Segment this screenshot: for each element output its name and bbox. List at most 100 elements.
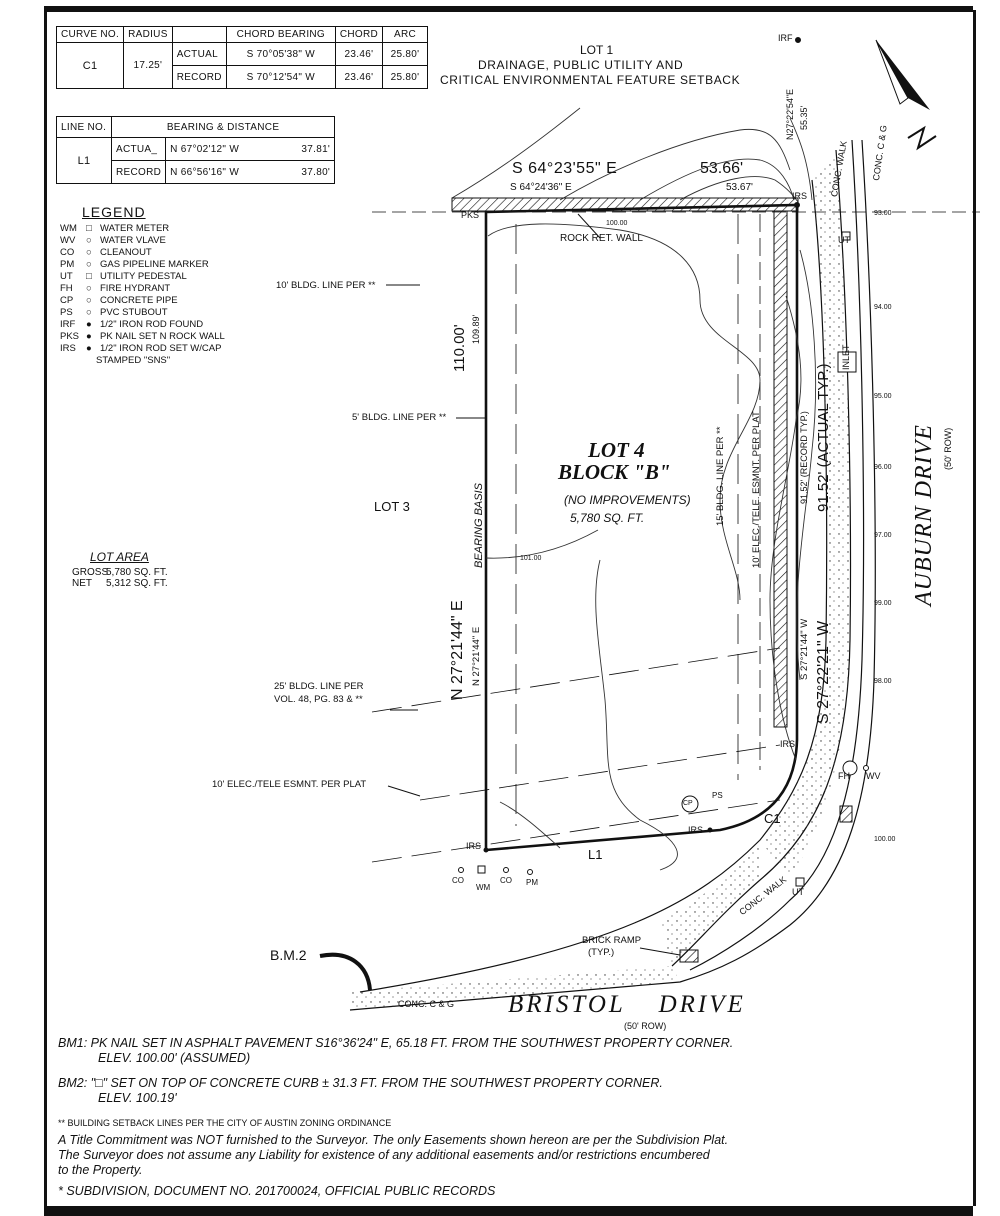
line-bearing: N 66°56'16" W <box>170 166 240 178</box>
line-id: L1 <box>56 137 112 184</box>
brick-ramp-typ: (TYP.) <box>588 947 615 958</box>
esmt-east-label: 10' ELEC./TELE. ESMNT. PER PLAT <box>751 411 762 568</box>
east-bearing: S 27°22'21" W <box>815 620 832 724</box>
legend-key: UT <box>60 271 73 282</box>
legend-key: IRF <box>60 319 76 330</box>
curve-id: C1 <box>55 42 125 89</box>
pm-label: PM <box>526 878 538 887</box>
bearing-basis: BEARING BASIS <box>473 483 485 568</box>
pks-label: PKS <box>461 210 480 220</box>
bm1-elev: ELEV. 100.00' (ASSUMED) <box>98 1051 251 1065</box>
inlet-label: INLET <box>841 344 851 370</box>
legend-key: FH <box>60 283 73 294</box>
irs-label-s: IRS <box>688 825 704 835</box>
top-border <box>44 6 973 12</box>
contour-label: 95.00 <box>874 393 892 400</box>
contours-north <box>451 107 813 203</box>
legend-item: WV○WATER VLAVE <box>60 235 260 247</box>
ut-label-north: UT <box>838 235 850 245</box>
legend-text: PK NAIL SET N ROCK WALL <box>100 331 225 342</box>
legend-text: 1/2" IRON ROD SET W/CAP <box>100 343 222 354</box>
ne-distance: 55.35' <box>799 105 809 130</box>
north-bearing-actual: S 64°23'55" E <box>512 160 618 177</box>
lot-area-title: LOT AREA <box>90 550 149 564</box>
legend-title: LEGEND <box>82 204 146 220</box>
lot4-block: BLOCK "B" <box>558 460 671 484</box>
contour-label: 101.00 <box>520 555 542 562</box>
setback-lines <box>371 211 980 863</box>
east-bearing-record: S 27°21'44" W <box>799 618 810 680</box>
legend-item: IRS●1/2" IRON ROD SET W/CAP <box>60 343 260 355</box>
bm1-note: BM1: PK NAIL SET IN ASPHALT PAVEMENT S16… <box>58 1036 734 1050</box>
bottom-border <box>44 1206 973 1216</box>
legend-symbol-icon: ● <box>86 331 92 342</box>
title-note-2: The Surveyor does not assume any Liabili… <box>58 1148 710 1162</box>
legend-item: UT□UTILITY PEDESTAL <box>60 271 260 283</box>
net-label: NET <box>72 578 92 589</box>
bm2-pointer-icon <box>319 952 372 991</box>
line-distance: 37.80' <box>301 166 331 178</box>
bm2-elev: ELEV. 100.19' <box>98 1091 177 1105</box>
rock-wall-label: ROCK RET. WALL <box>560 233 643 244</box>
notes: BM1: PK NAIL SET IN ASPHALT PAVEMENT S16… <box>58 1036 733 1199</box>
setback-25-label-1: 25' BLDG. LINE PER <box>274 681 364 692</box>
row-label: RECORD <box>171 65 227 89</box>
fh-label: FH <box>838 771 850 781</box>
l1-label: L1 <box>588 847 603 862</box>
west-bearing: N 27°21'44" E <box>449 600 466 700</box>
west-dist-record: 109.89' <box>471 314 481 344</box>
east-dist-record: 91.52' (RECORD TYP.) <box>799 411 809 504</box>
legend-symbol-icon: □ <box>86 271 92 282</box>
contours-lot <box>485 223 817 871</box>
line-bearing-dist: N 66°56'16" W 37.80' <box>165 160 336 184</box>
legend-text: CONCRETE PIPE <box>100 295 178 306</box>
walk-fill <box>760 150 851 880</box>
bristol-row: (50' ROW) <box>624 1021 667 1031</box>
gross-label: GROSS <box>72 567 109 578</box>
legend-symbol-icon: ○ <box>86 247 92 258</box>
legend-text: WATER VLAVE <box>100 235 166 246</box>
legend-item: PM○GAS PIPELINE MARKER <box>60 259 260 271</box>
contour-label: 97.00 <box>874 532 892 539</box>
wm-label: WM <box>476 883 491 892</box>
legend-key: CO <box>60 247 75 258</box>
lot4-boundary <box>484 203 799 852</box>
north-dist-record: 53.67' <box>726 182 753 193</box>
conc-cg-south: CONC. C & G <box>398 999 455 1009</box>
lot4-title: LOT 4 <box>588 438 645 462</box>
line-distance: 37.81' <box>301 143 331 155</box>
leader-lines <box>386 213 681 956</box>
auburn-drive-label: AUBURN DRIVE <box>911 424 937 606</box>
west-bearing-record: N 27°21'44" E <box>471 626 482 686</box>
legend-symbol-icon: ● <box>86 319 92 330</box>
lot1-line2: CRITICAL ENVIRONMENTAL FEATURE SETBACK <box>440 73 741 87</box>
title-note-1: A Title Commitment was NOT furnished to … <box>58 1133 729 1147</box>
legend-key: WV <box>60 235 76 246</box>
legend-text: CLEANOUT <box>100 247 152 258</box>
brick-ramp-label: BRICK RAMP <box>582 935 642 946</box>
bristol-drive-label: BRISTOL DRIVE <box>508 991 746 1018</box>
gross-area: 5,780 SQ. FT. <box>106 567 168 578</box>
east-dist: 91.52' (ACTUAL TYP.) <box>815 363 832 512</box>
line-table: LINE NO. BEARING & DISTANCE L1 ACTUA_ N … <box>56 116 336 184</box>
contour-label: 93.00 <box>874 210 892 217</box>
legend-symbol-icon: ○ <box>86 307 92 318</box>
survey-points <box>458 37 869 963</box>
legend-item: PS○PVC STUBOUT <box>60 307 260 319</box>
lot4-improvements: (NO IMPROVEMENTS) <box>564 493 691 507</box>
legend-item: CO ○ CLEANOUT <box>60 247 260 259</box>
contour-label: 98.00 <box>874 678 892 685</box>
lot1-title: LOT 1 <box>580 43 614 57</box>
legend-key: PKS <box>60 331 80 342</box>
legend-text: PVC STUBOUT <box>100 307 168 318</box>
legend-symbol-icon: □ <box>86 223 92 234</box>
legend-text: 1/2" IRON ROD FOUND <box>100 319 204 330</box>
legend-key: IRS <box>60 343 76 354</box>
line-bearing: N 67°02'12" W <box>170 143 240 155</box>
chord-length: 23.46' <box>334 65 384 89</box>
setback-15-label: 15' BLDG. LINE PER ** <box>715 426 726 527</box>
legend-symbol-icon: ○ <box>86 259 92 270</box>
legend-key: PM <box>60 259 75 270</box>
c1-label: C1 <box>764 811 781 826</box>
